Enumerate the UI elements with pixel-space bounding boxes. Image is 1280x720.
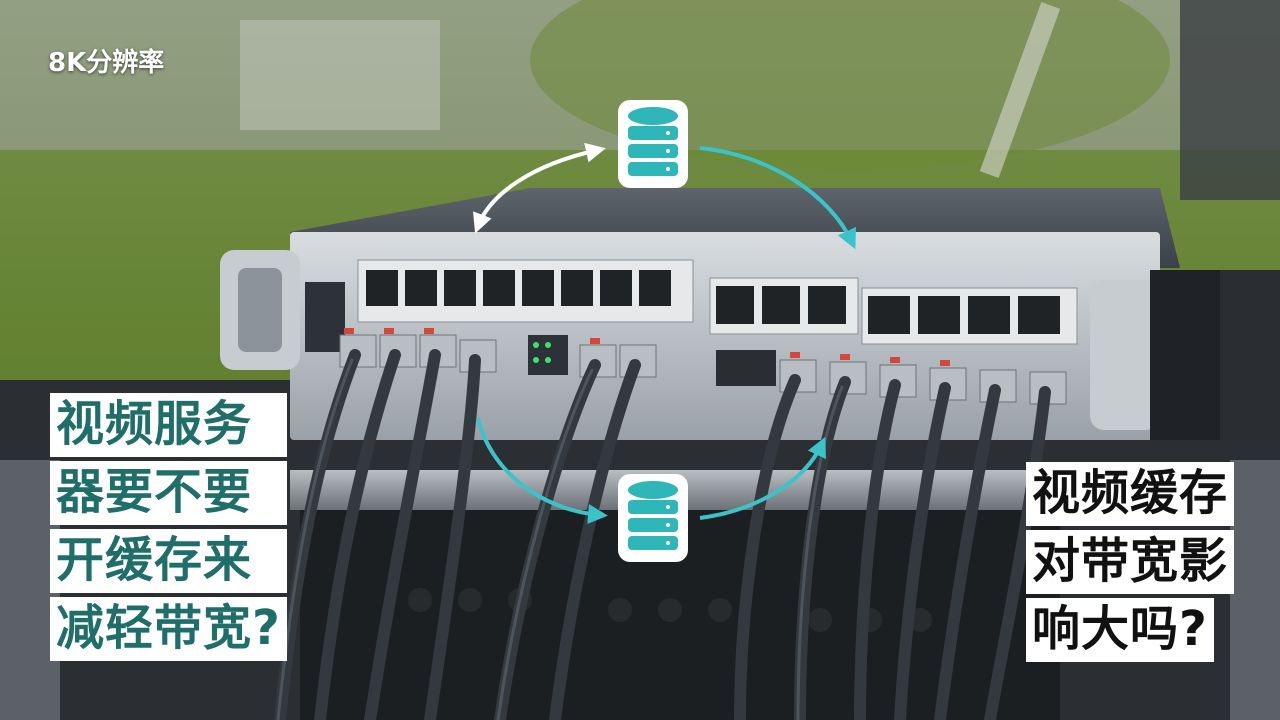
- right-caption-line: 响大吗?: [1025, 598, 1214, 662]
- left-caption-line: 视频服务: [50, 393, 287, 457]
- left-caption: 视频服务 器要不要 开缓存来 减轻带宽?: [50, 393, 287, 661]
- left-caption-line: 减轻带宽?: [50, 597, 287, 661]
- right-caption-line: 视频缓存: [1025, 462, 1234, 526]
- left-caption-line: 开缓存来: [50, 529, 287, 593]
- resolution-badge: 8K分辨率: [48, 48, 165, 78]
- left-caption-line: 器要不要: [50, 461, 287, 525]
- database-icon: [618, 100, 688, 188]
- right-caption-line: 对带宽影: [1025, 530, 1234, 594]
- database-icon: [618, 474, 688, 562]
- bidirectional-arrow: [473, 142, 606, 234]
- right-caption: 视频缓存 对带宽影 响大吗?: [1025, 462, 1234, 662]
